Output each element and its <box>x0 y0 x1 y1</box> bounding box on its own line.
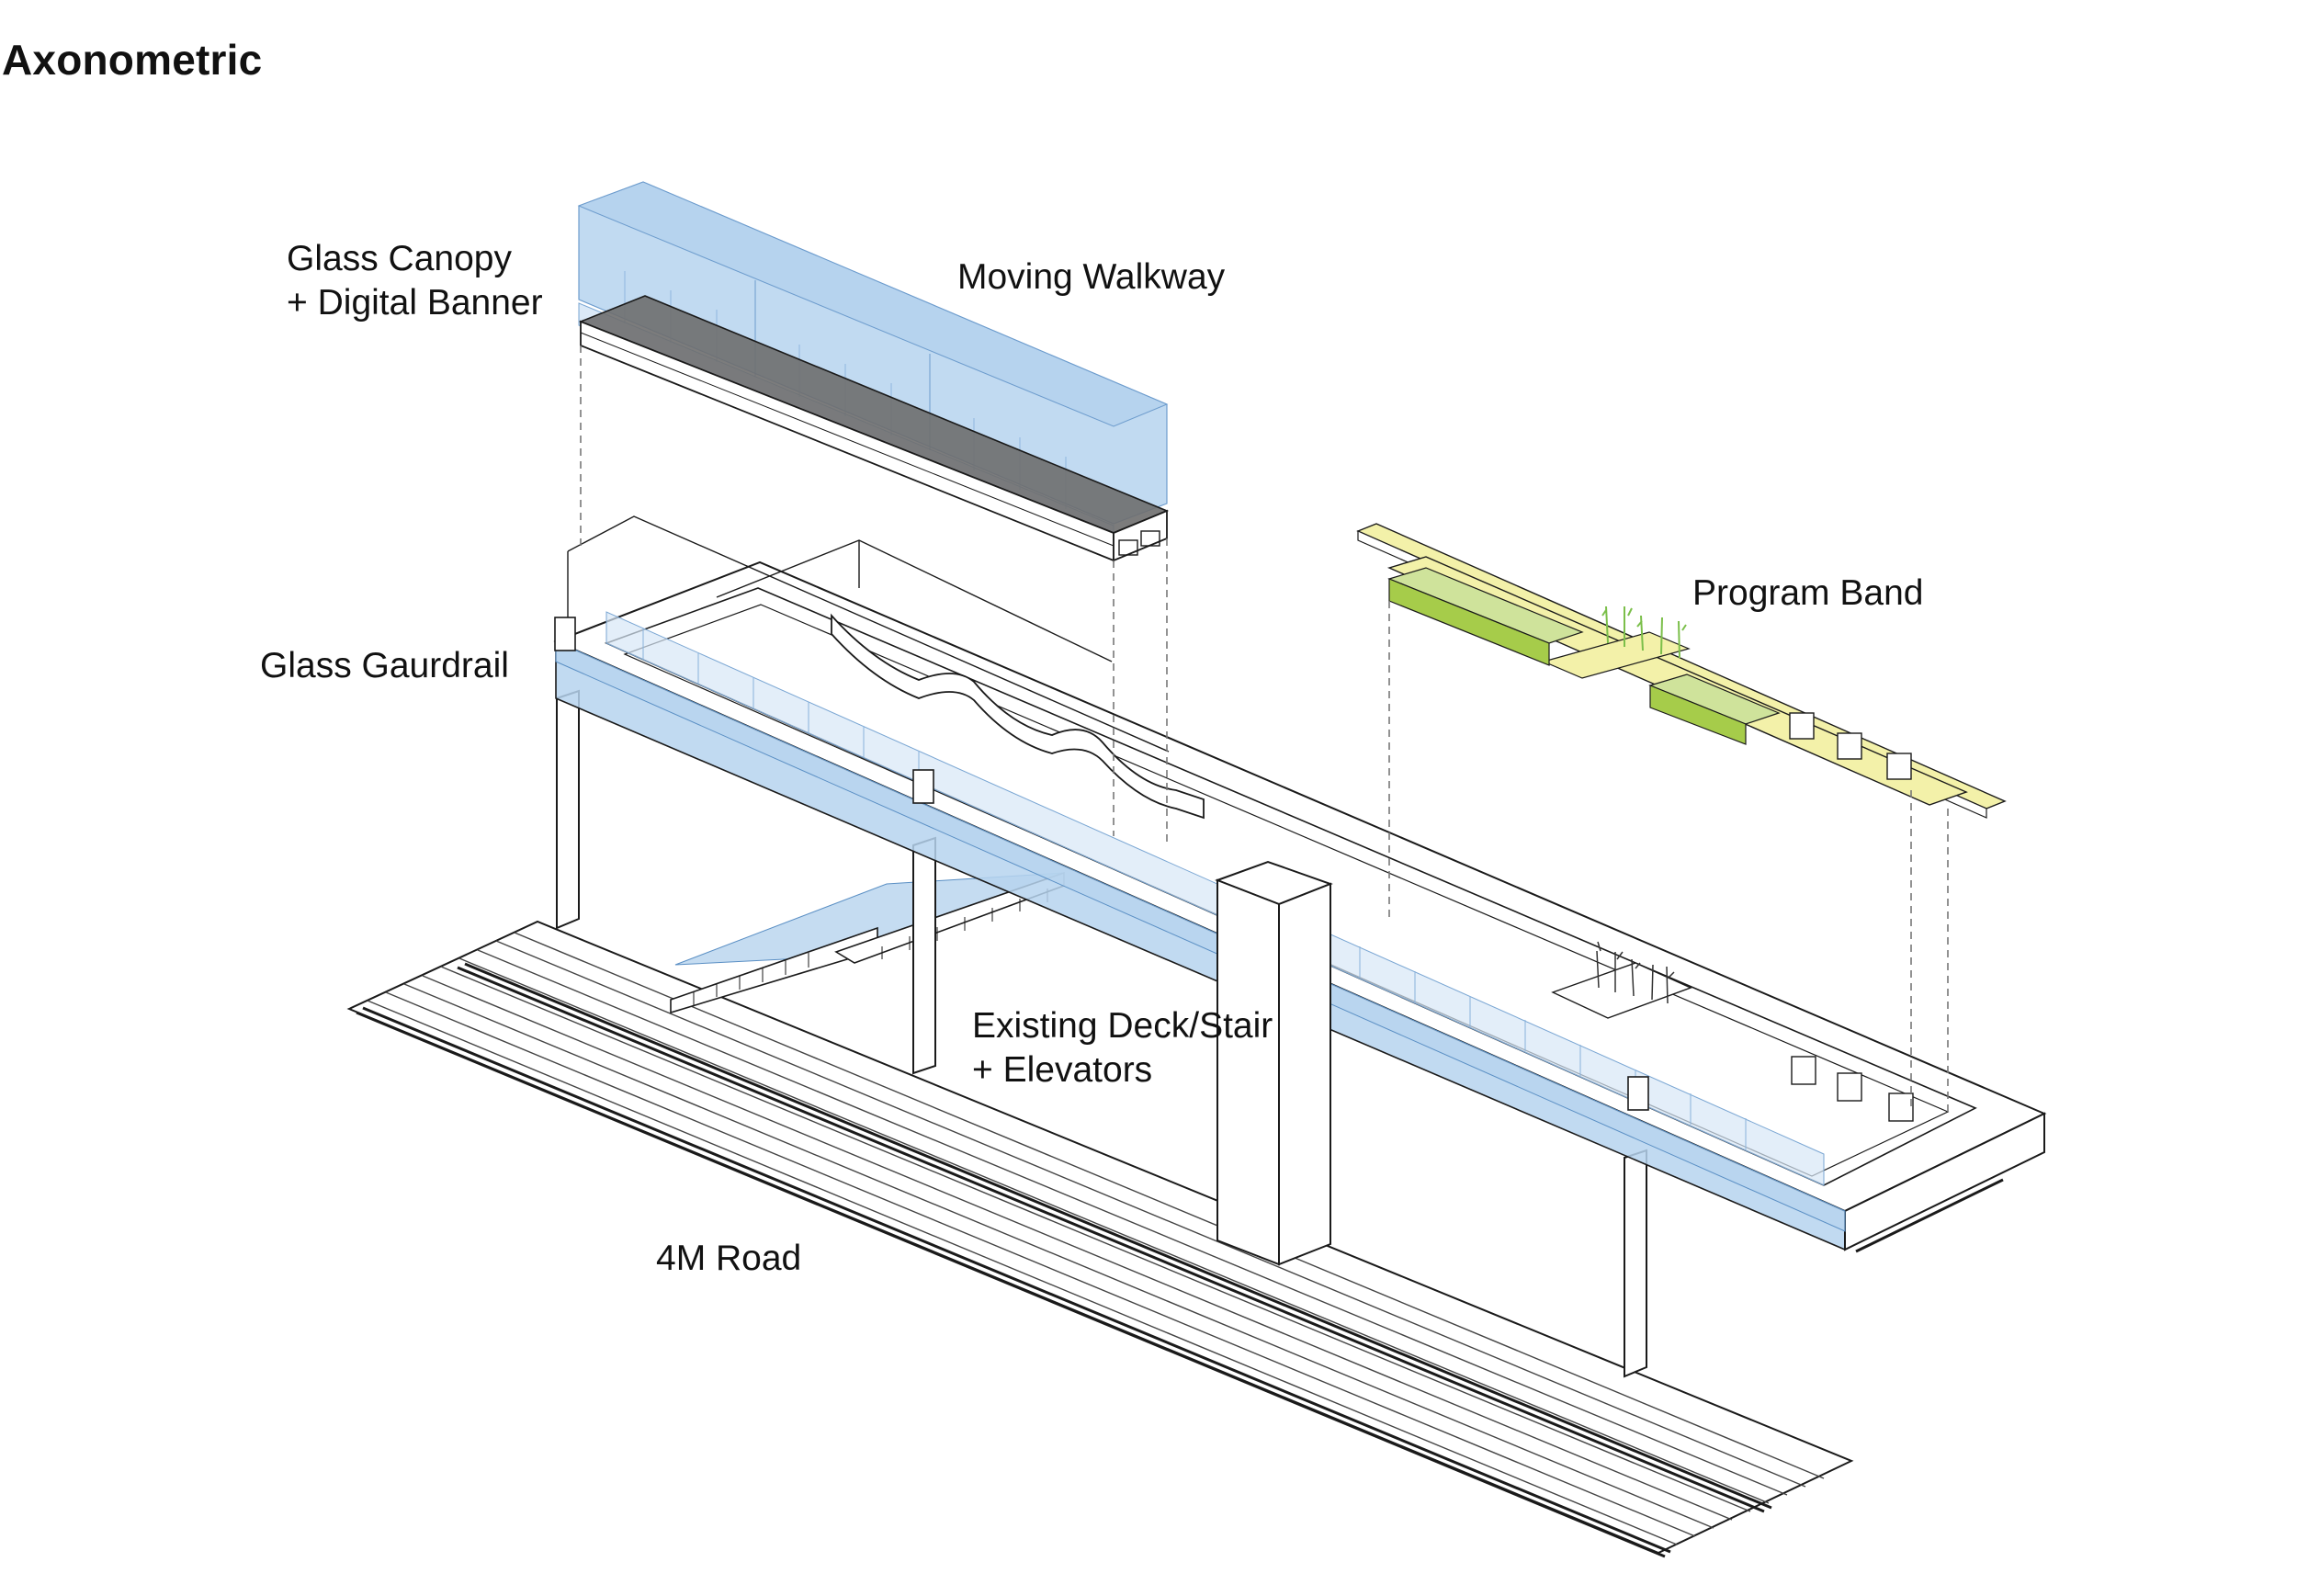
label-existing-deck-line1: Existing Deck/Stair <box>972 1006 1273 1046</box>
road-surface <box>346 920 1854 1558</box>
moving-walkway <box>578 295 1170 562</box>
label-glass-canopy: Glass Canopy + Digital Banner <box>287 237 543 325</box>
glass-guardrail <box>554 611 1846 1232</box>
elevator-tower <box>1215 860 1333 1266</box>
canopy-frame <box>567 515 1170 753</box>
projection-lines <box>580 345 1949 1112</box>
label-program-band: Program Band <box>1692 573 1924 613</box>
wave-seating <box>831 613 1205 820</box>
label-glass-guardrail: Glass Gaurdrail <box>260 646 509 685</box>
bridge-columns <box>556 689 1647 1378</box>
label-glass-canopy-line2: + Digital Banner <box>287 283 543 323</box>
label-road: 4M Road <box>656 1239 802 1278</box>
label-glass-canopy-line1: Glass Canopy <box>287 239 512 278</box>
page-title: Axonometric <box>2 36 263 84</box>
label-moving-walkway: Moving Walkway <box>957 257 1226 297</box>
program-band <box>1356 523 2007 819</box>
existing-stair <box>670 871 1065 1014</box>
deck-planters <box>1551 941 1914 1122</box>
label-existing-deck-line2: + Elevators <box>972 1050 1153 1090</box>
label-existing-deck: Existing Deck/Stair + Elevators <box>972 1004 1273 1092</box>
